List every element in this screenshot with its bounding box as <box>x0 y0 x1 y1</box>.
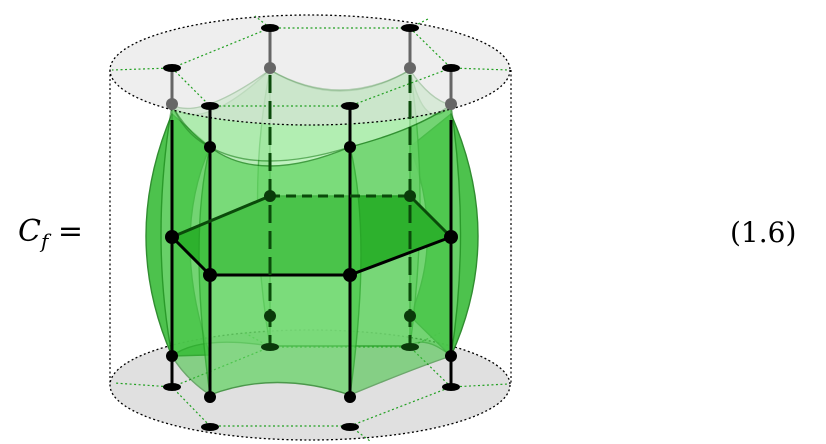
boundary-endpoints <box>163 24 460 431</box>
equation-lhs: Cf = <box>18 214 84 253</box>
graph-vertices <box>165 62 458 403</box>
cylinder-outline <box>109 70 512 384</box>
equals-sign: = <box>57 214 84 249</box>
graph-edges <box>170 75 453 398</box>
equation-number: (1.6) <box>730 216 797 249</box>
lhs-subscript: f <box>40 229 49 253</box>
lhs-symbol: C <box>18 214 41 249</box>
